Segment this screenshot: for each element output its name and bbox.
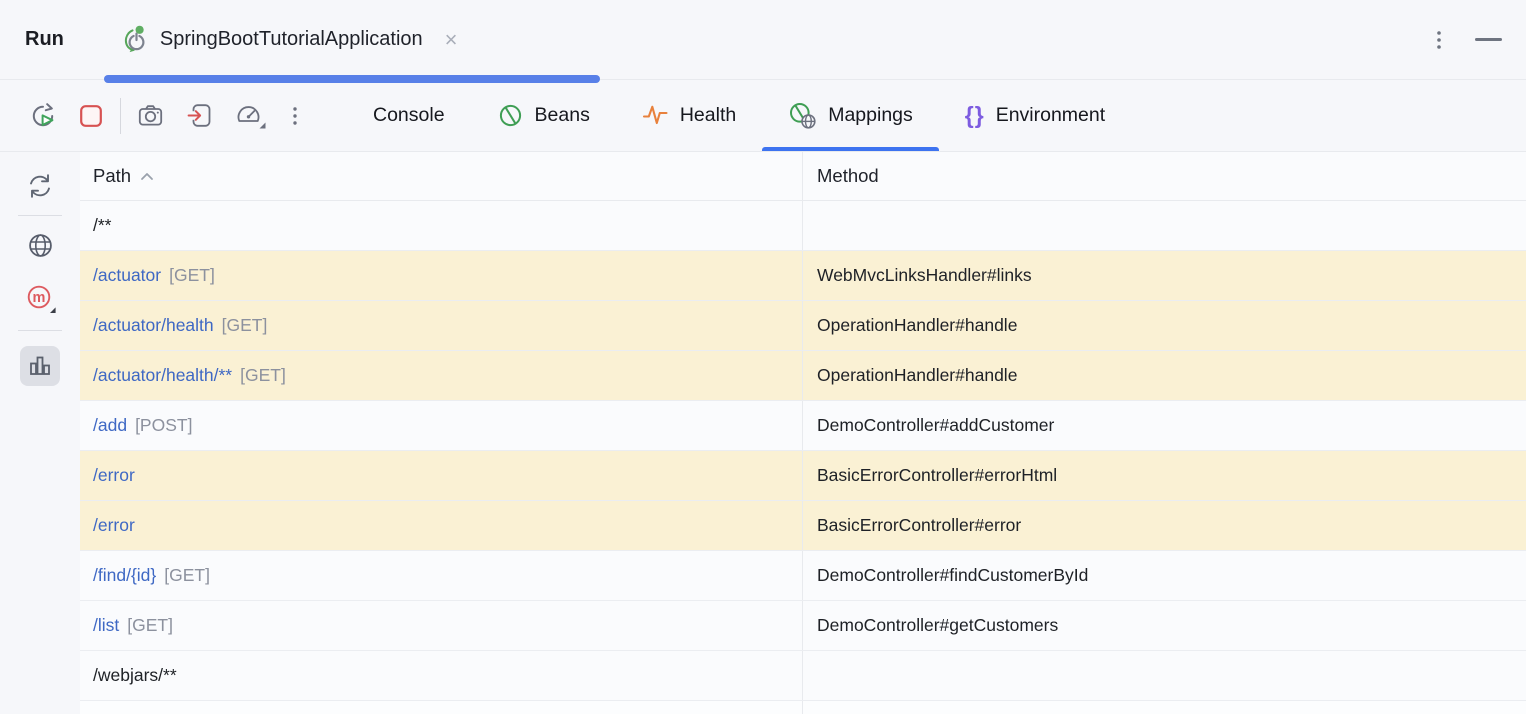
health-pulse-icon [642, 102, 669, 129]
table-row[interactable]: /actuator [GET] WebMvcLinksHandler#links [80, 251, 1526, 301]
tab-mappings-label: Mappings [828, 104, 913, 126]
row-handler: DemoController#findCustomerById [817, 565, 1089, 585]
tab-environment[interactable]: {} Environment [939, 80, 1131, 151]
spring-boot-run-icon [120, 25, 150, 55]
close-tab-icon[interactable]: × [444, 26, 458, 52]
tab-mappings[interactable]: Mappings [762, 80, 939, 151]
run-config-tab-label: SpringBootTutorialApplication [159, 28, 423, 50]
row-path[interactable]: /find/{id} [93, 565, 157, 585]
endpoint-tabs: Console Beans Health [347, 80, 1131, 151]
row-path[interactable]: /add [93, 415, 128, 435]
refresh-icon[interactable] [26, 172, 54, 200]
tab-console[interactable]: Console [347, 80, 471, 151]
exit-icon[interactable] [186, 102, 213, 129]
tab-health-label: Health [679, 104, 737, 126]
tab-health[interactable]: Health [616, 80, 762, 151]
left-sidebar: m [0, 152, 80, 714]
method-filter-icon[interactable]: m [24, 282, 57, 315]
row-path[interactable]: /error [93, 465, 135, 485]
sidebar-separator [18, 215, 62, 216]
table-row[interactable]: /** [80, 201, 1526, 251]
table-filler-row [80, 701, 1526, 714]
row-path[interactable]: /webjars/** [93, 665, 177, 685]
row-path[interactable]: /** [93, 215, 112, 235]
table-row[interactable]: /add [POST] DemoController#addCustomer [80, 401, 1526, 451]
row-method-tag: [GET] [169, 265, 215, 285]
table-row[interactable]: /webjars/** [80, 651, 1526, 701]
active-tab-underline [104, 75, 600, 83]
row-method-tag: [POST] [135, 415, 193, 435]
tab-beans-label: Beans [534, 104, 590, 126]
row-handler: OperationHandler#handle [817, 365, 1018, 385]
row-handler: BasicErrorController#errorHtml [817, 465, 1058, 485]
mappings-globe-bean-icon [788, 101, 817, 130]
table-row[interactable]: /error BasicErrorController#errorHtml [80, 451, 1526, 501]
row-handler: DemoController#addCustomer [817, 415, 1055, 435]
mappings-table: Path Method /** /actuator [80, 152, 1526, 714]
sidebar-separator [18, 330, 62, 331]
run-config-tab[interactable]: SpringBootTutorialApplication × [120, 25, 458, 55]
column-header-path[interactable]: Path [80, 152, 803, 200]
row-path[interactable]: /actuator/health [93, 315, 214, 335]
braces-icon: {} [964, 102, 985, 128]
tab-environment-label: Environment [995, 104, 1106, 126]
tab-console-label: Console [373, 104, 445, 126]
sort-ascending-icon [140, 172, 154, 181]
row-handler: WebMvcLinksHandler#links [817, 265, 1032, 285]
table-header: Path Method [80, 152, 1526, 201]
row-path[interactable]: /actuator [93, 265, 162, 285]
table-row[interactable]: /actuator/health [GET] OperationHandler#… [80, 301, 1526, 351]
tool-window-title: Run [25, 28, 64, 50]
tab-beans[interactable]: Beans [471, 80, 616, 151]
row-handler: OperationHandler#handle [817, 315, 1018, 335]
toolbar: Console Beans Health [0, 80, 1526, 152]
method-header-label: Method [817, 165, 879, 186]
row-method-tag: [GET] [221, 315, 268, 335]
table-row[interactable]: /actuator/health/** [GET] OperationHandl… [80, 351, 1526, 401]
rerun-icon[interactable] [30, 102, 56, 129]
thread-dump-camera-icon[interactable] [137, 102, 164, 129]
run-action-icons [30, 80, 301, 151]
columns-chart-toggle-icon[interactable] [20, 346, 60, 386]
row-path[interactable]: /error [93, 515, 135, 535]
row-method-tag: [GET] [127, 615, 173, 635]
path-header-label: Path [93, 165, 132, 186]
titlebar: Run SpringBootTutorialApplication × [0, 0, 1526, 83]
bean-icon [497, 102, 524, 129]
row-handler: DemoController#getCustomers [817, 615, 1059, 635]
row-method-tag: [GET] [164, 565, 210, 585]
toolbar-separator [120, 97, 121, 134]
row-handler: BasicErrorController#error [817, 515, 1022, 535]
row-path[interactable]: /actuator/health/** [93, 365, 233, 385]
more-kebab-icon[interactable] [289, 103, 301, 129]
stop-icon[interactable] [78, 103, 104, 129]
table-row[interactable]: /list [GET] DemoController#getCustomers [80, 601, 1526, 651]
gauge-icon[interactable] [235, 102, 267, 130]
column-header-method[interactable]: Method [803, 152, 1526, 200]
minimize-icon[interactable] [1475, 38, 1502, 41]
row-path[interactable]: /list [93, 615, 120, 635]
table-row[interactable]: /find/{id} [GET] DemoController#findCust… [80, 551, 1526, 601]
svg-text:m: m [32, 290, 45, 306]
globe-icon[interactable] [26, 231, 55, 260]
kebab-menu-icon[interactable] [1433, 26, 1445, 54]
titlebar-actions [1433, 26, 1502, 54]
row-method-tag: [GET] [240, 365, 286, 385]
body: m Path [0, 152, 1526, 714]
table-row[interactable]: /error BasicErrorController#error [80, 501, 1526, 551]
table-body: /** /actuator [GET] WebMvcLinksHandler#l… [80, 201, 1526, 701]
